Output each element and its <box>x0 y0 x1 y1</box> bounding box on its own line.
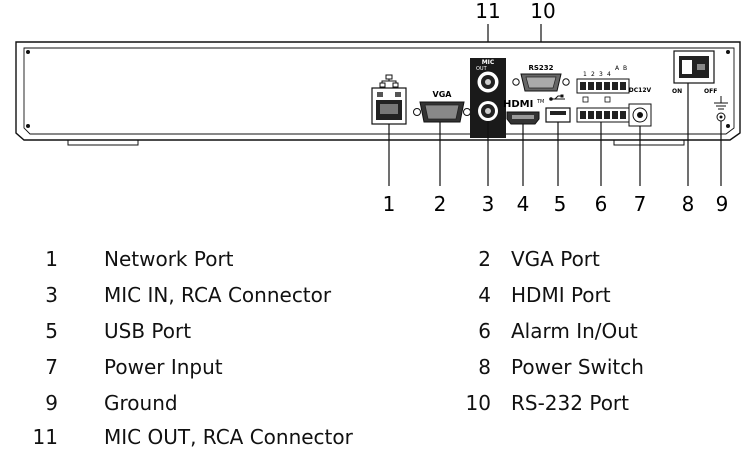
legend-number: 5 <box>45 319 58 343</box>
hdmi-label: HDMI <box>503 99 533 110</box>
network-icon <box>379 74 399 88</box>
legend-label: Power Input <box>104 355 223 379</box>
legend-label: Alarm In/Out <box>511 319 638 343</box>
alarm-pin-b: B <box>623 65 627 72</box>
legend-item: 5 USB Port <box>0 314 754 348</box>
power-switch: ON OFF <box>672 50 717 95</box>
legend-number: 9 <box>45 391 58 415</box>
switch-on-label: ON <box>672 88 682 95</box>
legend-item: 3 MIC IN, RCA Connector <box>0 278 754 312</box>
usb-icon <box>549 94 565 101</box>
ground-icon <box>714 96 728 110</box>
legend-item: 9 Ground <box>0 386 754 420</box>
alarm-pin-2: 2 <box>591 71 595 78</box>
legend-item: 7 Power Input <box>0 350 754 384</box>
callout-2: 2 <box>434 192 447 216</box>
callout-10: 10 <box>530 0 555 23</box>
dc12v-label: DC12V <box>629 87 652 94</box>
callout-8: 8 <box>682 192 695 216</box>
legend-label: Network Port <box>104 247 234 271</box>
callout-5: 5 <box>554 192 567 216</box>
rear-panel-diagram: 11 10 VGA MIC O <box>15 0 741 216</box>
network-port <box>371 74 407 125</box>
legend-label: USB Port <box>104 319 192 343</box>
legend-label: HDMI Port <box>511 283 611 307</box>
leader-lines <box>388 83 722 186</box>
alarm-pin-4: 4 <box>607 71 611 78</box>
alarm-pin-a: A <box>615 65 620 72</box>
legend-label: MIC IN, RCA Connector <box>104 283 332 307</box>
legend-number: 3 <box>45 283 58 307</box>
callout-7: 7 <box>634 192 647 216</box>
legend-item: 6 Alarm In/Out <box>0 314 754 348</box>
callout-9: 9 <box>716 192 729 216</box>
legend-number: 10 <box>465 391 491 415</box>
legend-number: 6 <box>478 319 491 343</box>
legend-label: MIC OUT, RCA Connector <box>104 425 353 449</box>
callout-6: 6 <box>595 192 608 216</box>
power-input: DC12V <box>628 87 652 127</box>
callout-11: 11 <box>475 0 500 23</box>
legend-number: 11 <box>32 425 58 449</box>
alarm-pin-1: 1 <box>583 71 587 78</box>
mic-block: MIC OUT <box>470 58 506 138</box>
legend-number: 4 <box>478 283 491 307</box>
legend-number: 2 <box>478 247 491 271</box>
switch-off-label: OFF <box>704 88 717 95</box>
mic-label: MIC <box>482 59 495 66</box>
legend-label: VGA Port <box>511 247 600 271</box>
rs232-label: RS232 <box>528 64 553 72</box>
hdmi-tm: TM <box>536 99 544 105</box>
callout-3: 3 <box>482 192 495 216</box>
legend-number: 1 <box>45 247 58 271</box>
legend-label: Ground <box>104 391 178 415</box>
callout-4: 4 <box>517 192 530 216</box>
rs232-port: RS232 <box>512 64 570 92</box>
vga-label: VGA <box>433 90 453 99</box>
legend-item: 1 Network Port <box>0 242 754 276</box>
usb-port <box>545 94 571 123</box>
mic-out-label: OUT <box>476 66 488 72</box>
hdmi-port: HDMI TM <box>503 99 544 125</box>
legend-item: 4 HDMI Port <box>0 278 754 312</box>
legend-label: RS-232 Port <box>511 391 629 415</box>
legend-number: 8 <box>478 355 491 379</box>
legend-item: 8 Power Switch <box>0 350 754 384</box>
alarm-pin-3: 3 <box>599 71 603 78</box>
legend-item: 2 VGA Port <box>0 242 754 276</box>
legend-number: 7 <box>45 355 58 379</box>
legend-item: 11 MIC OUT, RCA Connector <box>0 420 754 454</box>
legend-item: 10 RS-232 Port <box>0 386 754 420</box>
legend: 1 Network Port 2 VGA Port 3 MIC IN, RCA … <box>0 242 754 452</box>
callout-1: 1 <box>383 192 396 216</box>
legend-label: Power Switch <box>511 355 644 379</box>
